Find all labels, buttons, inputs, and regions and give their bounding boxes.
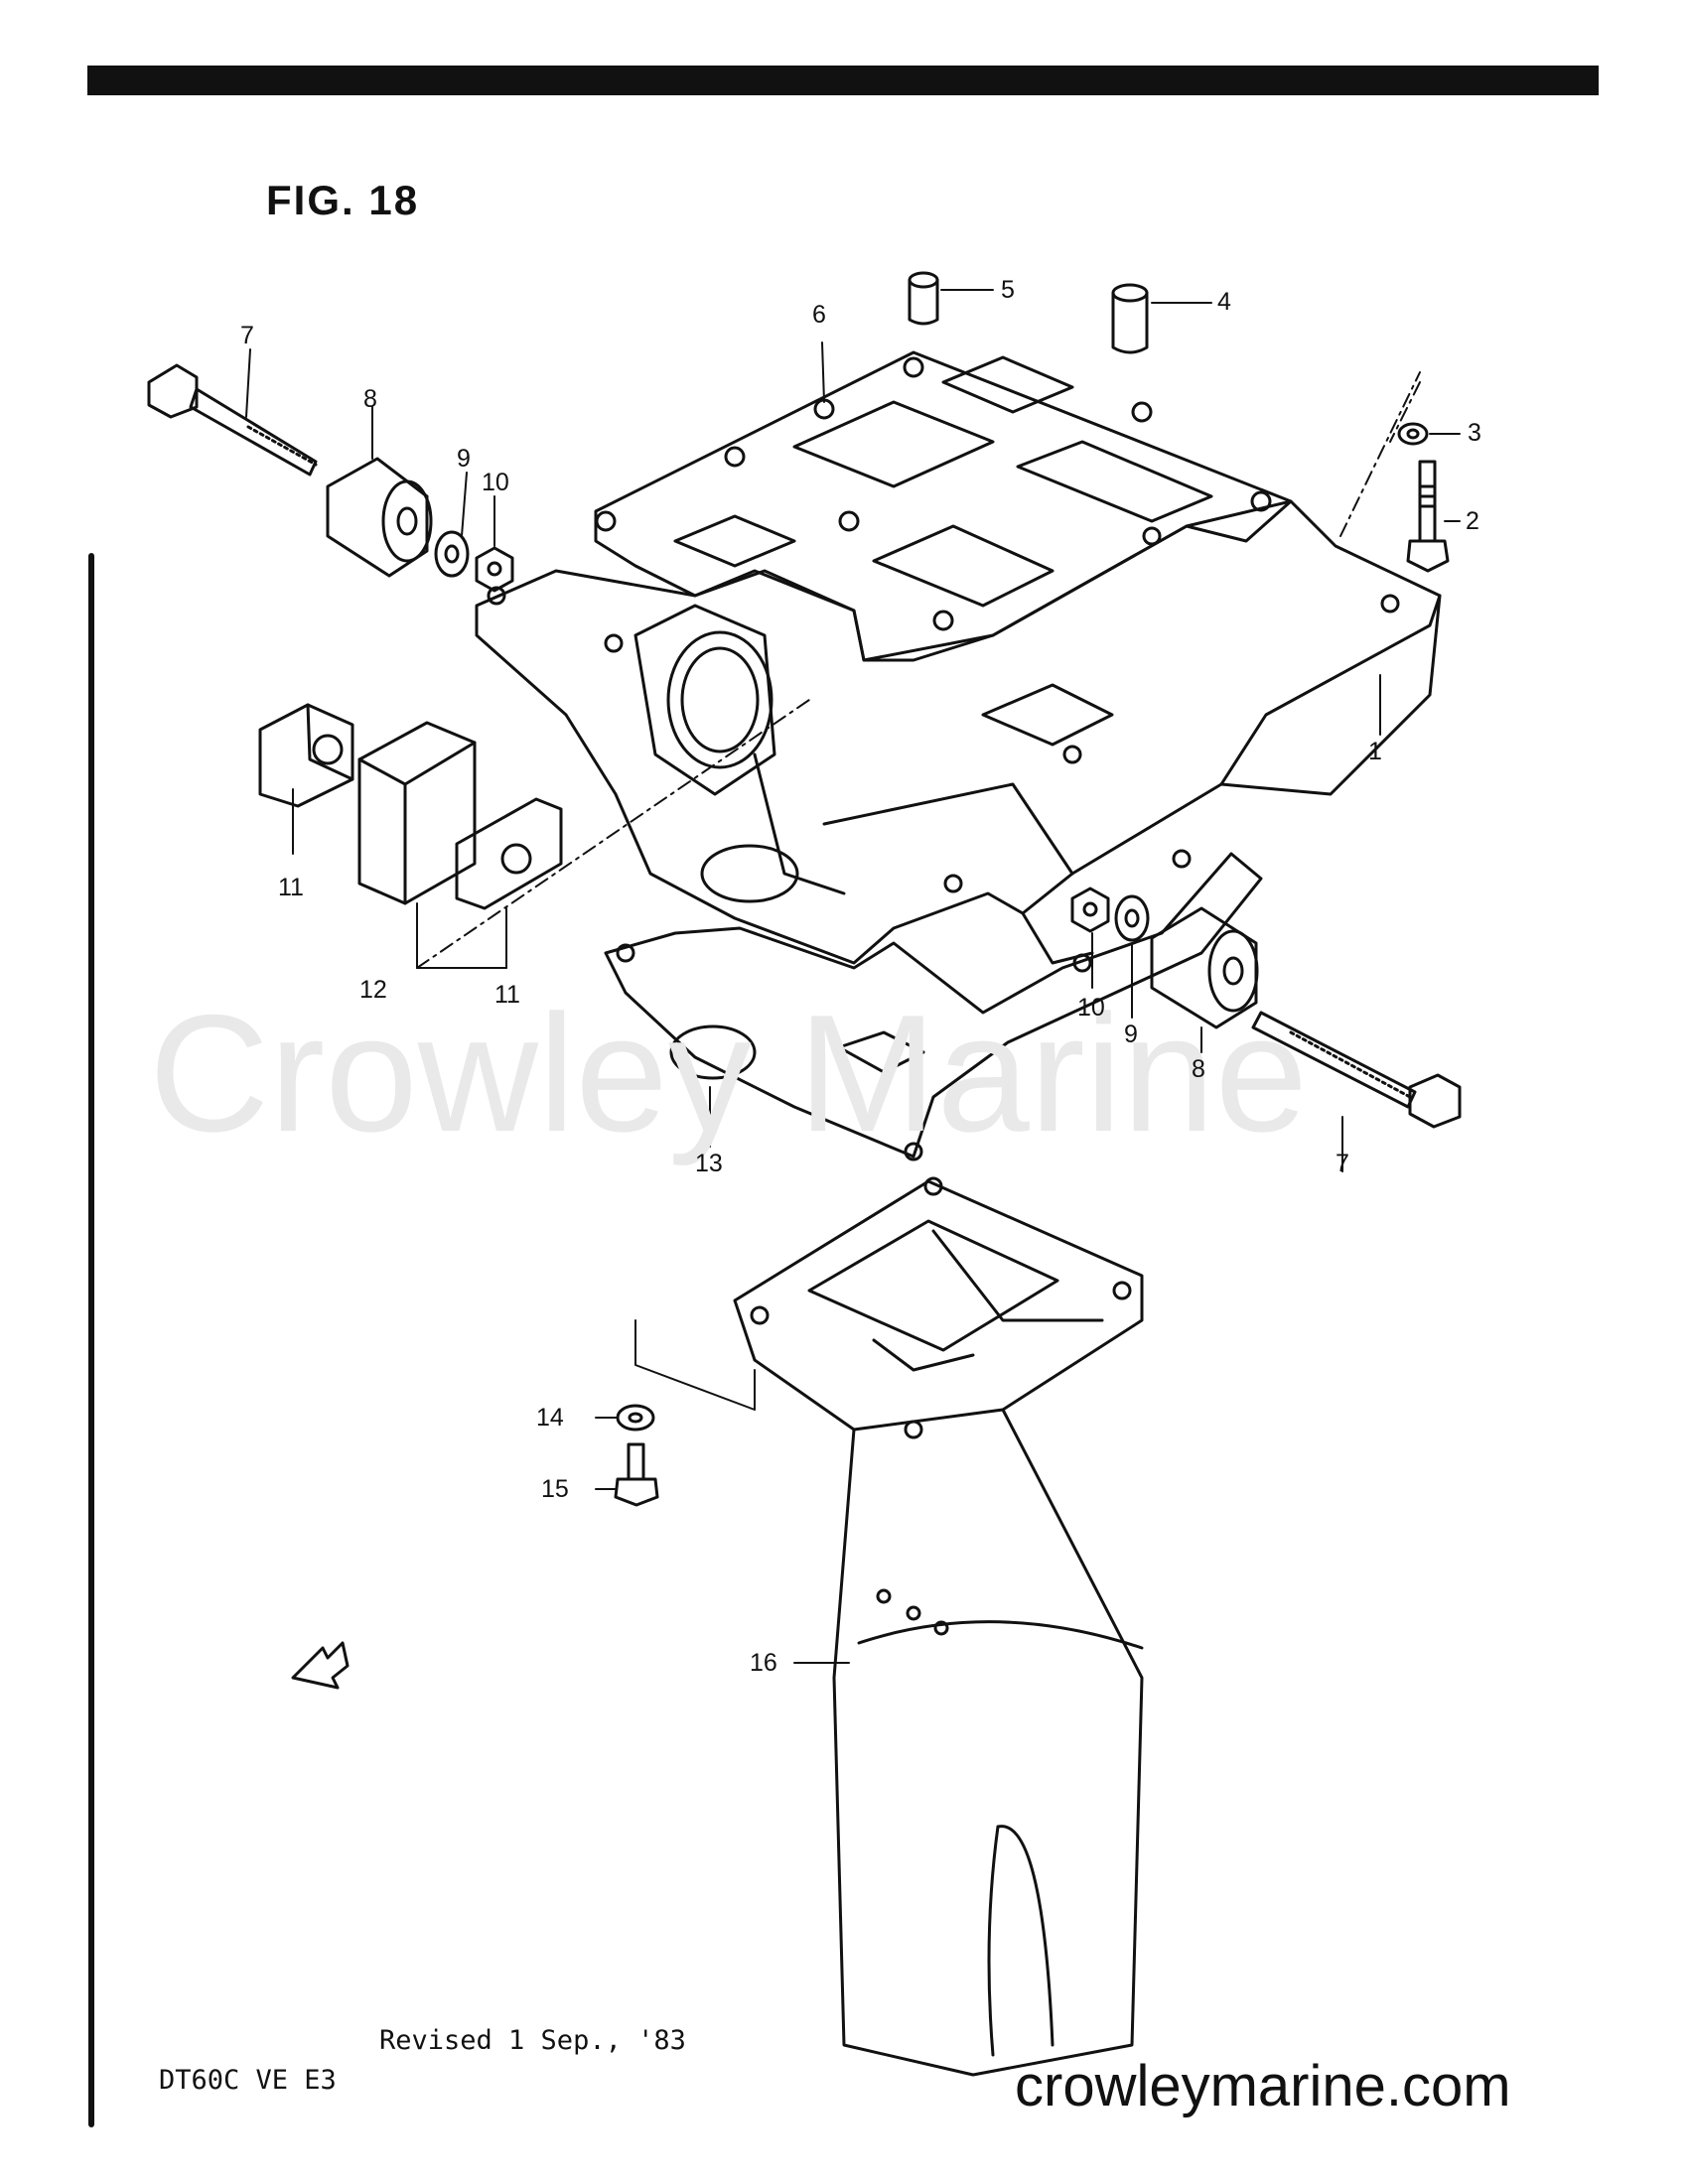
callout-12: 12 [359, 976, 387, 1004]
part-11-stopper-left [258, 703, 354, 808]
callout-9-right: 9 [1124, 1021, 1138, 1048]
website-label: crowleymarine.com [1015, 2054, 1511, 2118]
watermark: Crowley Marine [149, 980, 1308, 1166]
callout-7-left: 7 [240, 322, 254, 349]
callout-8-right: 8 [1192, 1055, 1205, 1083]
callout-1: 1 [1368, 738, 1382, 765]
part-9-washer-right [1114, 894, 1150, 942]
part-5-dowel-pin [908, 271, 939, 326]
callout-14: 14 [536, 1404, 564, 1432]
part-7-bolt-left [147, 363, 318, 477]
part-7-bolt-right [1251, 1011, 1462, 1129]
callout-3: 3 [1468, 419, 1481, 447]
model-code: DT60C VE E3 [159, 2065, 337, 2096]
part-11-stopper-right [455, 797, 563, 910]
part-10-nut-left [475, 546, 514, 593]
callout-9-left: 9 [457, 445, 471, 473]
part-1-upper-housing [475, 499, 1442, 965]
part-8-mount-left [326, 457, 433, 578]
callout-2: 2 [1466, 507, 1479, 535]
callout-15: 15 [541, 1475, 569, 1503]
callout-11-right: 11 [494, 981, 520, 1009]
callout-13: 13 [695, 1150, 723, 1177]
part-9-washer-left [434, 530, 470, 578]
part-16-driveshaft-housing [733, 1176, 1144, 2077]
part-8-mount-right [1150, 906, 1259, 1029]
callout-10-left: 10 [482, 469, 509, 496]
top-border-bar [87, 66, 1599, 95]
part-3-washer [1397, 422, 1429, 446]
callout-5: 5 [1001, 276, 1015, 304]
part-14-washer [616, 1404, 655, 1432]
part-15-bolt [614, 1442, 659, 1507]
part-13-lower-plate [604, 849, 1263, 1161]
callout-4: 4 [1217, 288, 1231, 316]
callout-10-right: 10 [1077, 994, 1105, 1022]
figure-title: FIG. 18 [266, 177, 420, 223]
part-2-bolt [1406, 460, 1450, 573]
callout-11-left: 11 [278, 874, 304, 901]
forward-arrow-icon [291, 1641, 350, 1690]
callout-7-right: 7 [1336, 1150, 1349, 1177]
part-6-gasket [594, 350, 1293, 662]
part-4-dowel-pin [1111, 283, 1149, 354]
callout-16: 16 [750, 1649, 777, 1677]
part-12-rubber-block [357, 721, 477, 905]
revision-note: Revised 1 Sep., '83 [379, 2025, 686, 2056]
part-10-nut-right [1070, 887, 1110, 933]
callout-6: 6 [812, 301, 826, 329]
callout-8-left: 8 [363, 385, 377, 413]
